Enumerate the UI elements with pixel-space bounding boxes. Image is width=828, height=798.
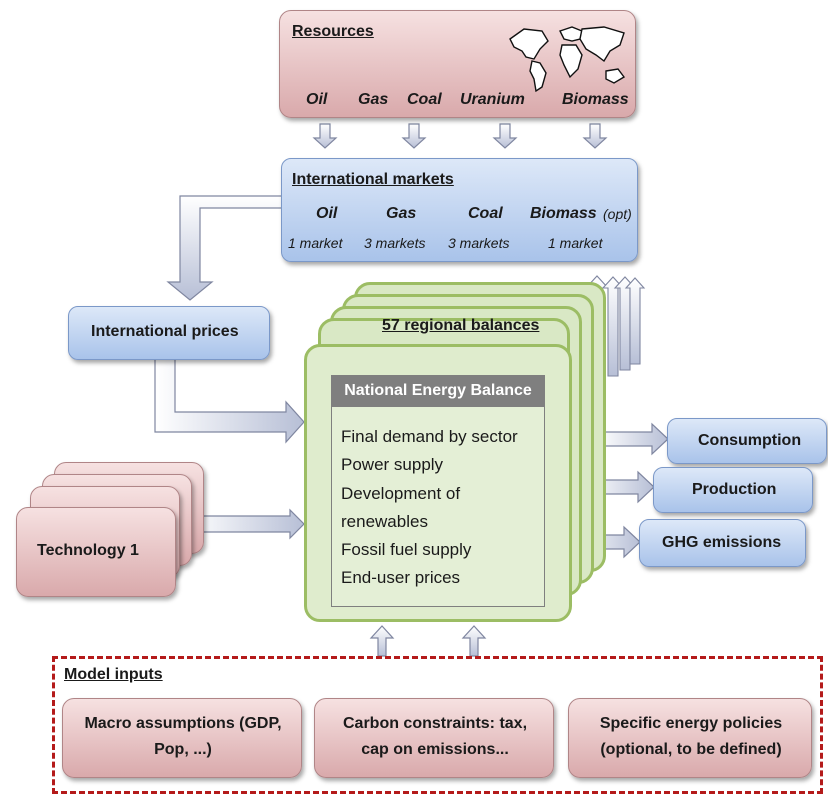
resource-uranium: Uranium (460, 91, 525, 108)
policies-line-2: (optional, to be defined) (600, 741, 782, 758)
arrow-to-consumption (597, 422, 669, 456)
policies-line-1: Specific energy policies (599, 715, 783, 732)
neb-item-end-user-prices: End-user prices (341, 568, 461, 587)
neb-item-final-demand: Final demand by sector (341, 427, 518, 446)
resources-title: Resources (292, 23, 374, 40)
production-box: Production (653, 467, 813, 513)
international-prices-box: International prices (68, 306, 270, 360)
macro-line-2: Pop, ...) (154, 741, 212, 758)
arrow-technology-balance (187, 508, 305, 540)
markets-title: International markets (292, 171, 454, 188)
arrow-coal-down (492, 123, 518, 149)
resource-oil: Oil (306, 91, 328, 108)
neb-inner-frame (331, 375, 545, 607)
neb-item-development: Development of (341, 484, 461, 503)
arrow-prices-to-balance (154, 354, 305, 444)
market-biomass: Biomass (530, 205, 597, 222)
neb-title: National Energy Balance (331, 375, 545, 407)
market-gas-count: 3 markets (364, 235, 426, 251)
prices-label: International prices (91, 323, 239, 340)
market-biomass-opt: (opt) (603, 206, 632, 222)
carbon-constraints-box: Carbon constraints: tax, cap on emission… (314, 698, 554, 778)
arrow-input-up-2 (461, 625, 487, 657)
production-label: Production (692, 481, 777, 498)
macro-assumptions-box: Macro assumptions (GDP, Pop, ...) (62, 698, 302, 778)
neb-item-renewables: renewables (341, 512, 428, 531)
consumption-box: Consumption (667, 418, 827, 464)
arrow-input-up-1 (369, 625, 395, 657)
technology-box: Technology 1 (16, 507, 176, 597)
regional-balances-label: 57 regional balances (382, 317, 540, 334)
macro-line-1: Macro assumptions (GDP, (84, 715, 282, 732)
market-oil-count: 1 market (288, 235, 343, 251)
resources-box: Resources Oil Gas Coal Uranium Biomass (279, 10, 636, 118)
technology-label: Technology 1 (37, 542, 139, 559)
resource-coal: Coal (407, 91, 442, 108)
ghg-emissions-label: GHG emissions (662, 534, 782, 551)
national-energy-balance-box: National Energy Balance Final demand by … (304, 344, 572, 622)
consumption-label: Consumption (698, 432, 802, 449)
market-biomass-count: 1 market (548, 235, 603, 251)
carbon-line-1: Carbon constraints: tax, (342, 715, 528, 732)
model-inputs-frame (52, 656, 823, 794)
carbon-line-2: cap on emissions... (361, 741, 509, 758)
energy-policies-box: Specific energy policies (optional, to b… (568, 698, 812, 778)
market-oil: Oil (316, 205, 338, 222)
model-inputs-title: Model inputs (64, 666, 163, 683)
arrow-oil-down (312, 123, 338, 149)
market-coal-count: 3 markets (448, 235, 510, 251)
world-map-icon (509, 26, 626, 93)
ghg-emissions-box: GHG emissions (639, 519, 806, 567)
resource-biomass: Biomass (562, 91, 629, 108)
resource-gas: Gas (358, 91, 389, 108)
arrow-markets-to-prices (166, 195, 285, 301)
market-coal: Coal (468, 205, 503, 222)
arrow-biomass-down (582, 123, 608, 149)
neb-item-fossil-fuel: Fossil fuel supply (341, 540, 472, 559)
arrow-gas-down (401, 123, 427, 149)
market-gas: Gas (386, 205, 417, 222)
international-markets-box: International markets Oil Gas Coal Bioma… (281, 158, 638, 262)
neb-item-power-supply: Power supply (341, 455, 444, 474)
